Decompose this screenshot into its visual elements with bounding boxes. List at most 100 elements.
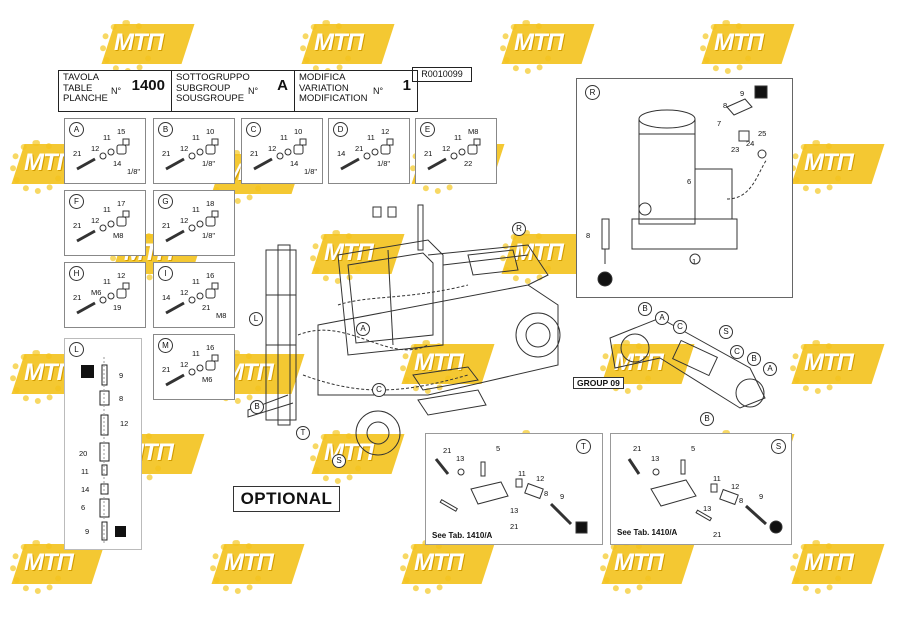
modification-label-en: VARIATION: [299, 82, 349, 94]
part-number: 1/8": [127, 167, 141, 176]
part-number: 11: [518, 469, 526, 478]
table-label-en: TABLE: [63, 82, 93, 94]
part-number: 11: [280, 133, 288, 142]
callout-s: S: [332, 454, 346, 468]
part-number: 13: [651, 454, 660, 463]
t-kit-drawing: [434, 458, 588, 534]
watermark-text: МТП: [24, 549, 74, 576]
title-block: TAVOLA TABLE PLANCHE N° 1400 SOTTOGRUPPO…: [58, 70, 418, 112]
watermark-text: МТП: [224, 549, 274, 576]
watermark-logo: МТП: [310, 230, 406, 284]
part-number: 6: [81, 503, 86, 512]
fitting-drawing: [253, 138, 307, 171]
part-number: 24: [746, 139, 755, 148]
part-number: 13: [703, 504, 712, 513]
detail-label: A: [69, 122, 84, 137]
part-number: 12: [180, 144, 189, 153]
part-number: 11: [454, 133, 462, 142]
watermark-text: МТП: [714, 29, 764, 56]
fitting-drawing: [165, 282, 219, 315]
part-number: 7: [717, 119, 722, 128]
detail-column-l: L 9 8 12 20 11 14 6 9: [64, 338, 142, 550]
detail-box-s: S 21 5 13 11 12 8 9 13 21 See Tab. 1410/…: [610, 433, 792, 545]
part-number: 21: [250, 149, 259, 158]
watermark-text: МТП: [804, 149, 854, 176]
subgroup-label-en: SUBGROUP: [176, 82, 231, 94]
group-label: GROUP 09: [573, 377, 624, 389]
reference-code: R0010099: [412, 67, 472, 82]
part-number: 9: [740, 89, 745, 98]
detail-box-t: T 21 5 13 11 12 8 9 13 21 See Tab. 1410/…: [425, 433, 603, 545]
part-number: 21: [510, 522, 519, 531]
part-number: 14: [337, 149, 346, 158]
detail-label: D: [333, 122, 348, 137]
watermark-logo: МТП: [790, 340, 886, 394]
part-number: 14: [290, 159, 299, 168]
part-number: 11: [192, 349, 200, 358]
part-number: 19: [113, 303, 122, 312]
fitting-drawing: [165, 210, 219, 243]
part-number: 21: [633, 444, 642, 453]
part-number: 12: [381, 127, 390, 136]
part-number: 16: [206, 271, 215, 280]
part-number: 21: [73, 149, 82, 158]
callout-c: C: [372, 383, 386, 397]
detail-box-r: R 9 8 7 25 24 23 6 8 1: [576, 78, 793, 298]
detail-label: C: [246, 122, 261, 137]
modification-no-label: N°: [373, 86, 384, 96]
part-number: 8: [586, 231, 591, 240]
part-number: 12: [536, 474, 545, 483]
part-number: 23: [731, 145, 740, 154]
watermark-text: МТП: [514, 29, 564, 56]
part-number: 18: [206, 199, 215, 208]
watermark-text: МТП: [804, 549, 854, 576]
watermark-logo: МТП: [600, 540, 696, 594]
part-number: 11: [103, 133, 111, 142]
fitting-stack-drawing: [81, 357, 126, 544]
watermark-logo: МТП: [400, 540, 496, 594]
part-number: 16: [206, 343, 215, 352]
watermark-text: МТП: [614, 549, 664, 576]
part-number: M6: [91, 288, 102, 297]
modification-label-fr: MODIFICATION: [299, 93, 368, 104]
fitting-drawing: [165, 138, 219, 171]
part-number: 5: [496, 444, 501, 453]
part-number: 5: [691, 444, 696, 453]
forklift-drawing: [247, 204, 561, 456]
detail-label: G: [158, 194, 173, 209]
watermark-logo: МТП: [500, 230, 596, 284]
part-number: 1: [692, 257, 697, 266]
watermark-logo: МТП: [100, 20, 196, 74]
part-number: 11: [367, 133, 375, 142]
callout-b: B: [250, 400, 264, 414]
axle-callout-b: B: [700, 412, 714, 426]
watermark-logo: МТП: [790, 140, 886, 194]
part-number: 12: [442, 144, 451, 153]
part-number: 8: [119, 394, 124, 403]
callout-t: T: [296, 426, 310, 440]
fitting-drawing: [76, 282, 130, 315]
part-number: 21: [73, 293, 82, 302]
part-number: 12: [91, 216, 100, 225]
part-number: 21: [162, 365, 171, 374]
detail-label: T: [576, 439, 591, 454]
part-number: 11: [103, 277, 111, 286]
detail-label: S: [771, 439, 786, 454]
watermark-text: МТП: [314, 29, 364, 56]
part-number: 11: [192, 277, 200, 286]
part-number: 21: [713, 530, 722, 539]
modification-number: 1: [402, 77, 411, 94]
part-number: 1/8": [377, 159, 391, 168]
axle-callout-a: A: [655, 311, 669, 325]
part-number: 21: [424, 149, 433, 158]
part-number: 10: [294, 127, 303, 136]
axle-callout-a: A: [763, 362, 777, 376]
callout-l: L: [249, 312, 263, 326]
fitting-drawing: [427, 138, 481, 171]
axle-callout-b: B: [638, 302, 652, 316]
